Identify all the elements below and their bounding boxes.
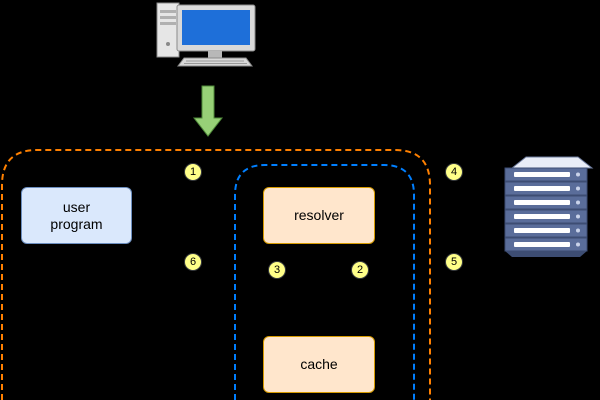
resolver-boundary <box>234 164 415 400</box>
desktop-computer-icon <box>156 2 256 67</box>
user-program-label: user program <box>50 198 103 232</box>
step-badge-3: 3 <box>268 261 286 279</box>
step-badge-1: 1 <box>184 163 202 181</box>
down-arrow-icon <box>192 85 224 137</box>
step-badge-6: 6 <box>184 253 202 271</box>
cache-label: cache <box>300 356 338 372</box>
step-badge-4: 4 <box>445 163 463 181</box>
server-rack-icon <box>504 156 594 257</box>
host-boundary <box>1 149 431 400</box>
user-program-node: user program <box>21 187 132 244</box>
resolver-node: resolver <box>263 187 375 244</box>
step-badge-2: 2 <box>351 261 369 279</box>
cache-node: cache <box>263 336 375 393</box>
step-badge-5: 5 <box>445 253 463 271</box>
resolver-label: resolver <box>294 207 344 223</box>
